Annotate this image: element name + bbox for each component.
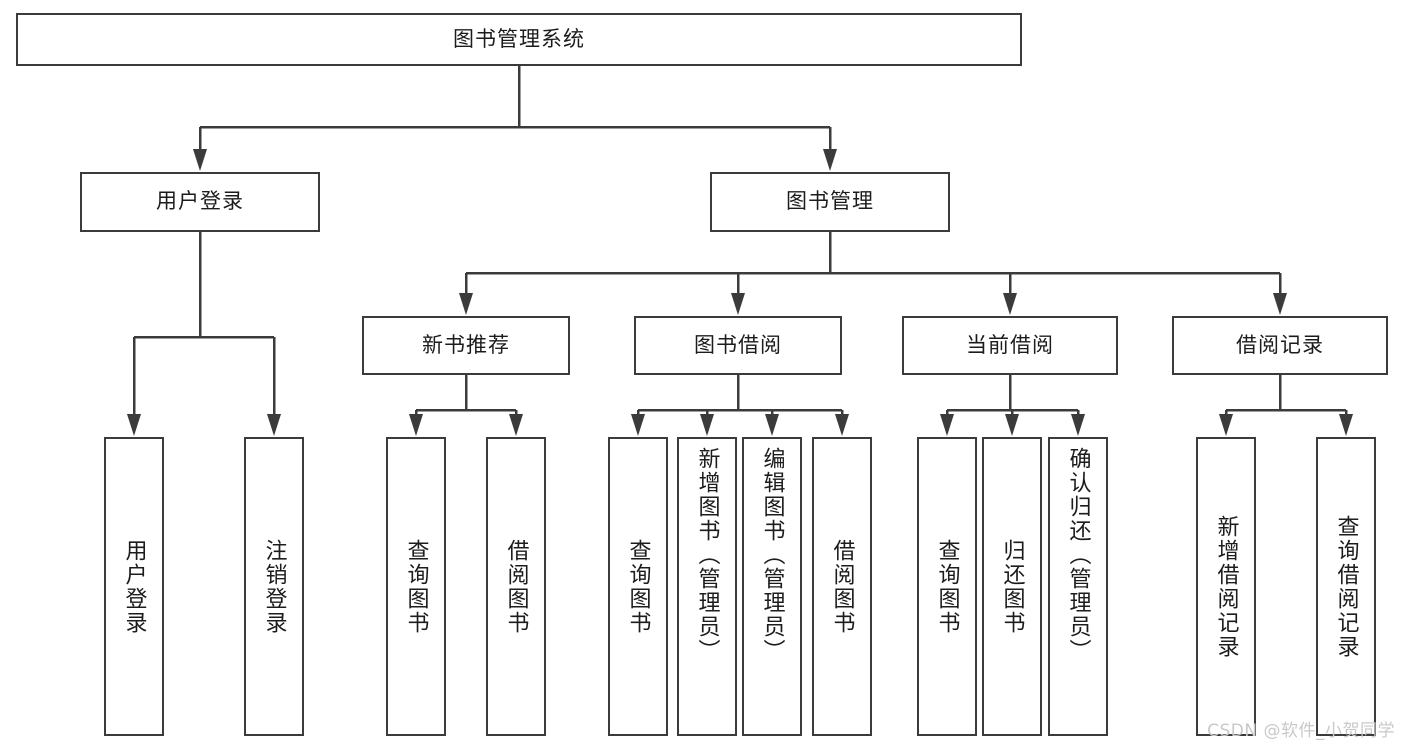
node-label: 查询图书 (934, 538, 960, 635)
node-leaf-leaf-logout[interactable]: 注销登录 (244, 437, 304, 736)
node-book-borrow[interactable]: 图书借阅 (634, 316, 842, 375)
node-user-login[interactable]: 用户登录 (80, 172, 320, 232)
node-current-borrow[interactable]: 当前借阅 (902, 316, 1118, 375)
node-label: 当前借阅 (966, 332, 1054, 357)
node-label: 查询图书 (403, 538, 429, 635)
node-book-manage[interactable]: 图书管理 (710, 172, 950, 232)
connector-borrow-record-to-leaves (1219, 375, 1353, 436)
node-label: 新书推荐 (422, 332, 510, 357)
connector-book-manage-to-level3 (459, 232, 1287, 315)
node-label: 借阅记录 (1236, 332, 1324, 357)
node-new-book-rec[interactable]: 新书推荐 (362, 316, 570, 375)
node-leaf-leaf-add-record[interactable]: 新增借阅记录 (1196, 437, 1256, 736)
node-leaf-leaf-borrow-book-1[interactable]: 借阅图书 (486, 437, 546, 736)
node-label: 确认归还（管理员） (1065, 447, 1091, 663)
node-label: 用户登录 (156, 189, 244, 214)
node-leaf-leaf-query-record[interactable]: 查询借阅记录 (1316, 437, 1376, 736)
connector-book-borrow-to-leaves (631, 375, 849, 436)
node-label: 图书借阅 (694, 332, 782, 357)
node-leaf-leaf-user-login[interactable]: 用户登录 (104, 437, 164, 736)
node-label: 注销登录 (261, 538, 287, 635)
connector-current-borrow-to-leaves (940, 375, 1085, 436)
node-label: 图书管理系统 (453, 26, 585, 51)
connector-root-to-level2 (193, 66, 837, 171)
node-leaf-leaf-query-book-3[interactable]: 查询图书 (917, 437, 977, 736)
node-label: 图书管理 (786, 189, 874, 214)
node-label: 借阅图书 (829, 538, 855, 635)
node-leaf-leaf-query-book-1[interactable]: 查询图书 (386, 437, 446, 736)
node-leaf-leaf-add-book[interactable]: 新增图书（管理员） (677, 437, 737, 736)
node-label: 编辑图书（管理员） (759, 447, 785, 663)
node-root-root[interactable]: 图书管理系统 (16, 13, 1022, 66)
node-label: 归还图书 (999, 538, 1025, 635)
node-label: 查询图书 (625, 538, 651, 635)
node-leaf-leaf-return-book[interactable]: 归还图书 (982, 437, 1042, 736)
node-leaf-leaf-edit-book[interactable]: 编辑图书（管理员） (742, 437, 802, 736)
node-label: 新增借阅记录 (1213, 514, 1239, 659)
node-leaf-leaf-borrow-book-2[interactable]: 借阅图书 (812, 437, 872, 736)
node-leaf-leaf-query-book-2[interactable]: 查询图书 (608, 437, 668, 736)
connector-user-login-to-leaves (127, 232, 281, 436)
node-leaf-leaf-confirm-return[interactable]: 确认归还（管理员） (1048, 437, 1108, 736)
node-label: 查询借阅记录 (1333, 514, 1359, 659)
node-label: 借阅图书 (503, 538, 529, 635)
node-label: 用户登录 (121, 538, 147, 635)
node-label: 新增图书（管理员） (694, 447, 720, 663)
connector-new-book-rec-to-leaves (409, 375, 523, 436)
node-borrow-record[interactable]: 借阅记录 (1172, 316, 1388, 375)
